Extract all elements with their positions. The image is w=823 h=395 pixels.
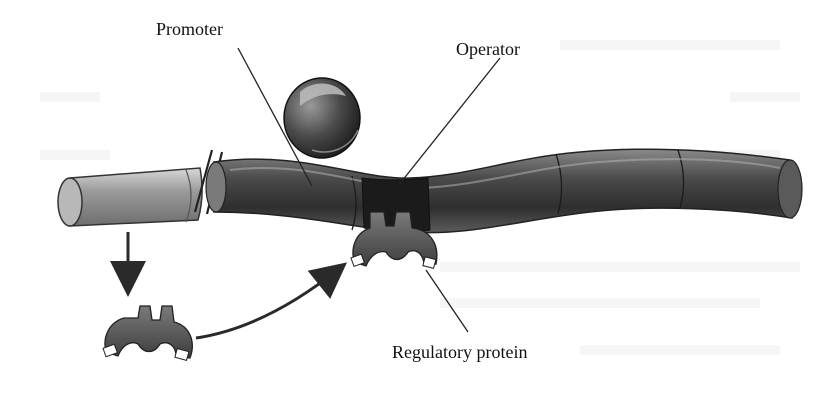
operator-leader (398, 58, 500, 186)
dna-left-segment (58, 168, 202, 226)
regulatory-protein-label: Regulatory protein (392, 342, 527, 362)
operator-label: Operator (456, 39, 520, 59)
dna-main-strand (206, 149, 802, 232)
curved-arrow-icon (196, 268, 340, 338)
free-regulatory-protein (103, 306, 192, 360)
promoter-label: Promoter (156, 19, 223, 39)
sphere-icon (284, 78, 360, 158)
